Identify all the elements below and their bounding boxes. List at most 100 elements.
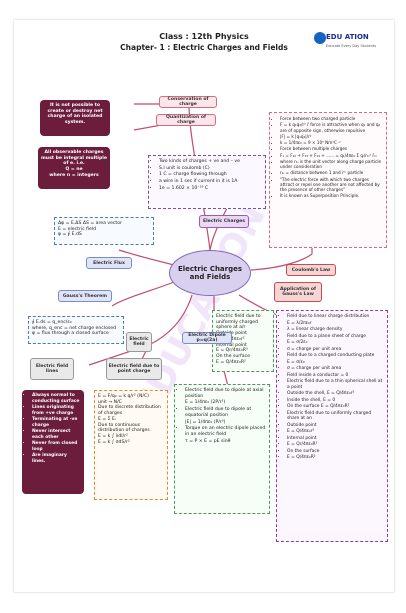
- coulomb-item: r₁ᵢ = distance between 1 and iᵗʰ particl…: [280, 170, 383, 175]
- point-line: E = F/q₀ = k q/r² (N/C): [98, 394, 149, 399]
- field-lines-item: Always normal to conducting surface: [32, 393, 81, 404]
- coulomb-item: where r₁ᵢ is the unit vector along charg…: [280, 159, 383, 170]
- charges-item: a wire in 1 sec if current in it is 1A: [159, 179, 262, 185]
- quantization-note: All observable charges must be integral …: [38, 147, 110, 189]
- gauss-line-3: φ = flux through a closed surface: [32, 331, 109, 337]
- node-conservation-label: Conservation of charge: [167, 97, 209, 107]
- charges-item: 1e = 1.602 × 10⁻¹⁹ C: [159, 186, 262, 192]
- field-lines-item: Terminating at -ve charge: [32, 417, 81, 428]
- logo-subtext: Educate Every Day Students: [326, 44, 377, 48]
- application-item: Field due to linear charge distribution: [287, 314, 384, 320]
- application-item: Outside the shell, E = Q/4πε₀r²: [287, 391, 384, 397]
- application-item: On the surface: [287, 449, 384, 455]
- gauss-line-1: ∮ E.ds = q_enc/ε₀: [32, 320, 72, 325]
- shell-line: On the surface: [216, 354, 250, 360]
- coulomb-item: k = 1/4πε₀ = 9 × 10⁹ Nm²C⁻²: [280, 140, 383, 145]
- node-electric-flux: Electric Flux: [86, 257, 132, 269]
- shell-line: Internal point: [216, 342, 247, 348]
- application-list: Field due to linear charge distribution …: [280, 314, 384, 461]
- application-item: E = Q/4πε₀R²: [287, 455, 384, 461]
- charges-list-box: Two kinds of charges + ve and – ve S.I u…: [148, 155, 266, 209]
- field-lines-list: Always normal to conducting surface Line…: [25, 393, 81, 464]
- charges-item: S.I unit is coulomb (C): [159, 166, 262, 172]
- node-quantization-of-charge: Quantization of charge: [156, 114, 216, 126]
- charges-item: 1 C = charge flowing through: [159, 172, 262, 178]
- node-conservation-of-charge: Conservation of charge: [159, 96, 217, 108]
- coulomb-item: |F| = k |q₁q₂|/r²: [280, 134, 383, 139]
- node-electric-flux-label: Electric Flux: [93, 260, 125, 266]
- central-topic: Electric Charges and Fields: [169, 250, 251, 296]
- node-electric-dipole: Electric Dipole p=q(2a): [182, 332, 232, 344]
- logo-mark-icon: [314, 32, 326, 44]
- gauss-box: ∮ E.ds = q_enc/ε₀ where, q_enc = net cha…: [28, 316, 124, 344]
- link-center-flux: [118, 249, 175, 266]
- application-item: Inside the shell, E = 0: [287, 398, 384, 404]
- application-item: Internal point: [287, 436, 384, 442]
- application-item: Field due to a plane sheet of charge: [287, 334, 384, 340]
- point-line: E = Σ Eᵢ: [98, 416, 116, 422]
- link-center-gauss: [111, 281, 175, 307]
- node-electric-charges-label: Electric Charges: [202, 219, 246, 224]
- node-field-point-label: Electric field due to point charge: [108, 364, 160, 374]
- node-gauss-theorem: Gauss's Theorem: [58, 290, 112, 302]
- application-item: On the surface E = Q/4πε₀R²: [287, 404, 384, 410]
- node-field-lines: Electric field lines: [30, 358, 74, 380]
- field-lines-item: Are imaginary lines.: [32, 453, 81, 464]
- dipole-item: |E| = 1/4πε₀ (P/r³): [185, 419, 226, 425]
- coulomb-item: Force between multiple charges: [280, 146, 383, 151]
- node-field-lines-label: Electric field lines: [35, 364, 69, 374]
- application-item: E = σ/ε₀: [287, 360, 384, 366]
- quantization-line-2: Q = ne: [65, 167, 83, 173]
- node-application-label: Application of Gauss's Law: [279, 287, 317, 297]
- point-line: E = k ∫ σdS/r²: [98, 439, 130, 445]
- point-line: Due to discrete distribution of charges: [98, 405, 161, 417]
- node-electric-charges: Electric Charges: [199, 215, 249, 228]
- dipole-box: Electric field due to dipole at axial po…: [174, 384, 270, 514]
- field-lines-item: Never from closed loop: [32, 441, 81, 452]
- shell-line: Electric field due to uniformly charged …: [216, 314, 261, 331]
- page-header: Class : 12th Physics Chapter- 1 : Electr…: [14, 20, 394, 68]
- application-item: σ = charge per unit area: [287, 366, 384, 372]
- flux-line-2: E = electric field: [58, 226, 96, 232]
- coulomb-list: Force between two charged particle F = k…: [273, 116, 383, 199]
- node-electric-dipole-label: Electric Dipole p=q(2a): [188, 333, 226, 343]
- dipole-item: E = 1/4πε₀ (2P/r³): [185, 400, 226, 406]
- chapter-title: Chapter- 1 : Electric Charges and Fields: [120, 43, 288, 52]
- point-charge-box: E = F/q₀ = k q/r² (N/C) unit → N/C Due t…: [94, 390, 168, 500]
- quantization-line-3: where n = integers: [49, 172, 99, 178]
- quantization-line-1: All observable charges must be integral …: [41, 150, 107, 167]
- node-coulombs-law-label: Coulomb's Law: [291, 267, 331, 273]
- application-item: Electric field due to a thin spherical s…: [287, 379, 384, 390]
- conservation-note-text: It is not possible to create or destroy …: [47, 103, 103, 126]
- application-item: E = λ/2πε₀r: [287, 321, 384, 327]
- charges-list: Two kinds of charges + ve and – ve S.I u…: [152, 159, 262, 192]
- application-item: E = Qr/4πε₀R³: [287, 442, 384, 448]
- document-page: Class : 12th Physics Chapter- 1 : Electr…: [14, 20, 394, 592]
- field-lines-item: Never intersect each other: [32, 429, 81, 440]
- field-lines-item: Lines originating from +ve charge: [32, 405, 81, 416]
- dipole-item: τ = P × E = pE sinθ: [185, 438, 231, 444]
- application-item: λ = linear charge density: [287, 327, 384, 333]
- node-electric-field-label: Electric field: [129, 337, 149, 347]
- gauss-line-2: where, q_enc = net charge enclosed: [32, 325, 117, 331]
- dipole-item: Electric field due to dipole at equatori…: [185, 407, 266, 418]
- node-field-point-charge: Electric field due to point charge: [106, 358, 162, 380]
- charges-item: Two kinds of charges + ve and – ve: [159, 159, 262, 165]
- flux-line-1: Δφ = E.ΔS ΔS = area vector: [58, 221, 122, 226]
- dipole-item: Torque on an electric dipole placed in a…: [185, 426, 266, 437]
- application-box: Field due to linear charge distribution …: [276, 310, 388, 542]
- brand-logo: EDU ATION Educate Every Day Students: [314, 30, 380, 60]
- point-line: Due to continuous distribution of charge…: [98, 422, 150, 434]
- flux-line-3: φ = ∮ E.dS: [58, 232, 82, 238]
- application-item: E = Q/4πε₀r²: [287, 429, 384, 435]
- conservation-note: It is not possible to create or destroy …: [40, 100, 110, 136]
- link-center-field: [148, 294, 193, 346]
- dipole-item: Electric field due to dipole at axial po…: [185, 388, 266, 399]
- application-item: Outside point: [287, 423, 384, 429]
- node-gauss-label: Gauss's Theorem: [62, 293, 108, 299]
- node-electric-field: Electric field: [126, 332, 152, 352]
- link-center-coulomb: [250, 253, 313, 271]
- field-lines-box: Always normal to conducting surface Line…: [22, 390, 84, 494]
- node-application-gauss: Application of Gauss's Law: [274, 282, 322, 302]
- dipole-list: Electric field due to dipole at axial po…: [178, 388, 266, 445]
